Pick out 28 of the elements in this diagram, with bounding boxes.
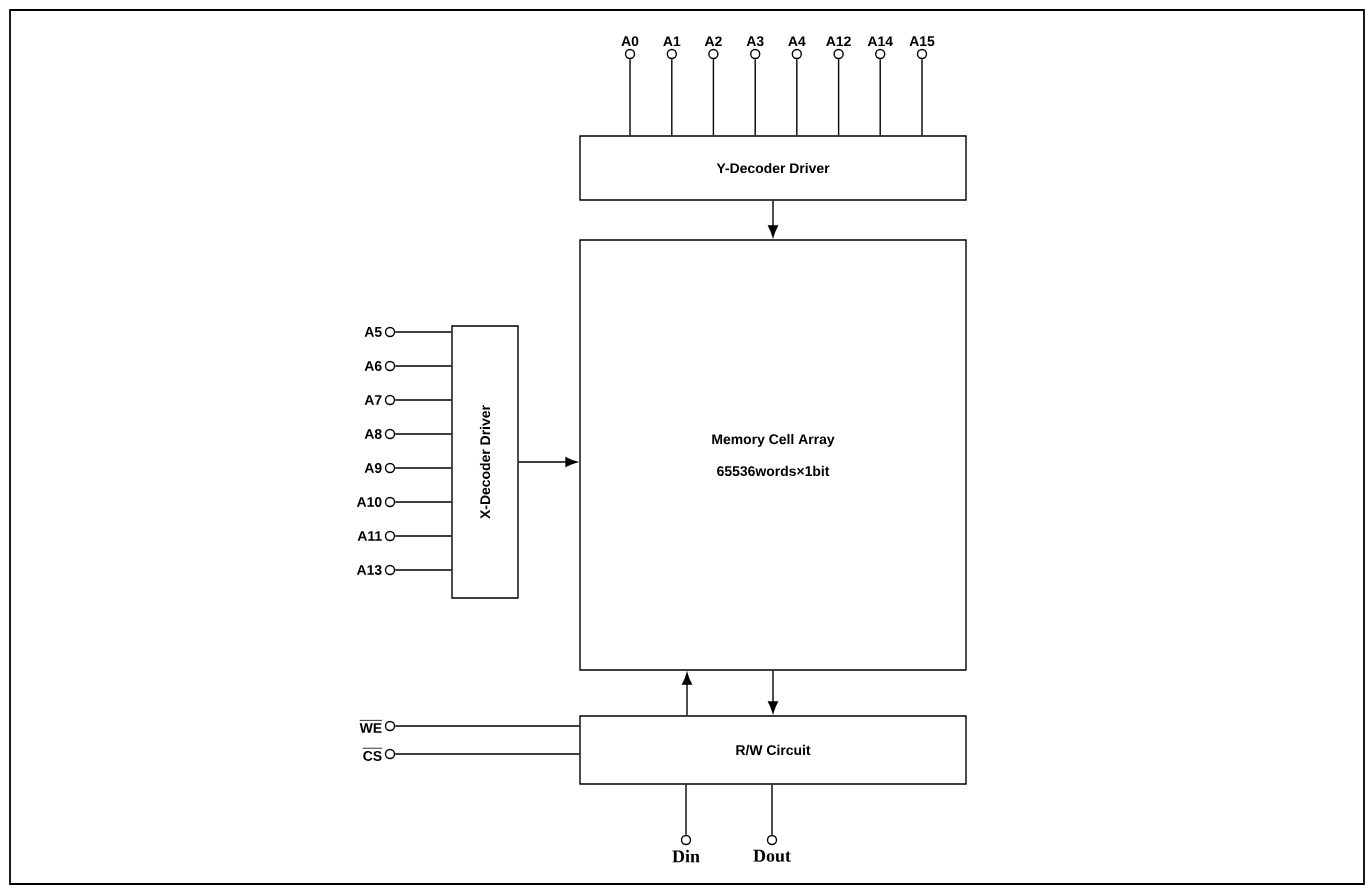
signal-line	[754, 58, 756, 136]
signal-line	[394, 365, 452, 367]
signal-line	[394, 399, 452, 401]
arrow	[518, 457, 578, 467]
signal-line	[394, 569, 452, 571]
signal-line	[394, 331, 452, 333]
signal-line	[921, 58, 923, 136]
signal-line	[394, 753, 580, 755]
pin-terminal: Din	[672, 834, 700, 863]
node-label: Din	[672, 849, 700, 863]
signal-line	[394, 725, 580, 727]
arrow	[768, 200, 778, 238]
signal-line	[712, 58, 715, 136]
signal-line	[837, 58, 840, 136]
arrow	[768, 670, 778, 714]
signal-line	[685, 784, 687, 836]
signal-line	[629, 58, 631, 136]
signal-line	[671, 58, 673, 136]
signal-line	[394, 501, 452, 503]
signal-line	[771, 784, 773, 836]
signal-line	[394, 467, 452, 469]
signal-line	[879, 58, 881, 136]
arrow	[682, 672, 692, 716]
signal-line	[796, 58, 798, 136]
signal-line	[394, 433, 452, 435]
pin-terminal: Dout	[753, 834, 791, 862]
signal-line	[394, 535, 452, 537]
node-label: Dout	[753, 849, 791, 862]
